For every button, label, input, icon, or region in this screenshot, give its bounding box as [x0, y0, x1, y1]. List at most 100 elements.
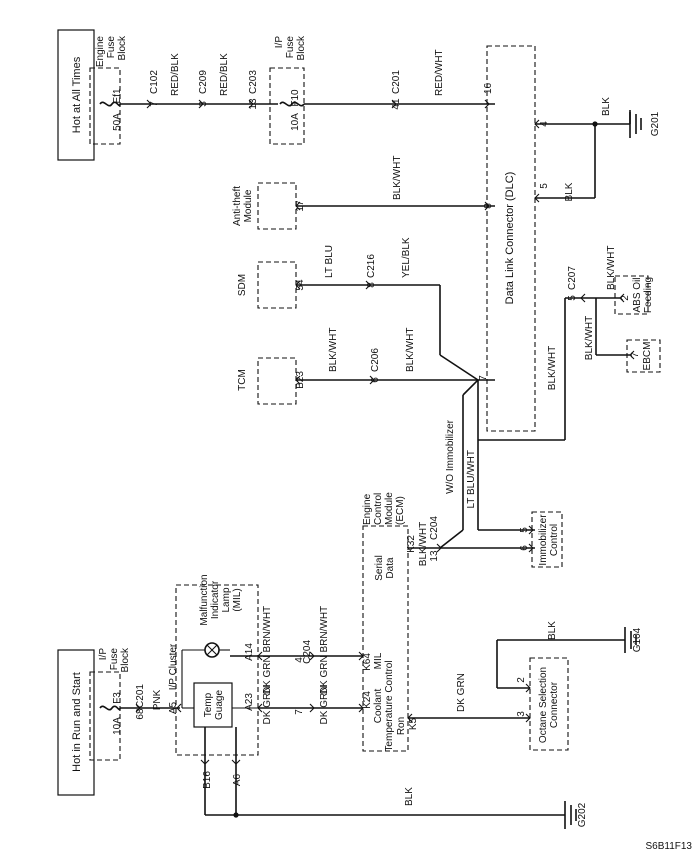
sdm-box — [257, 261, 297, 309]
splice-dot-g202 — [233, 812, 239, 818]
c207-pin: 5 — [567, 295, 578, 301]
ip-fuse-block-top-line2: Fuse — [285, 36, 296, 59]
ip-fuse-block-top-line3: Block — [296, 35, 307, 60]
ip-cluster-box — [175, 584, 259, 756]
wire-dk-grn-ron-label: DK GRN — [456, 673, 467, 712]
wire-red-blk-label-2: RED/BLK — [219, 53, 230, 96]
hot-in-run-and-start-label: Hot in Run and Start — [71, 672, 83, 772]
fuse-f3-rating: 10A — [112, 717, 123, 735]
octane-line2: Connector — [549, 681, 560, 728]
wire-red-wht-label: RED/WHT — [434, 49, 445, 96]
engine-fuse-block-line1: Engine — [95, 36, 106, 68]
tcm-pin-b23: B23 — [295, 371, 306, 389]
mil-line4: (MIL) — [232, 588, 243, 611]
immobilizer-control-box — [531, 511, 563, 568]
ip-fuse-block-bottom-line3: Block — [120, 647, 131, 672]
ecm-line4: (ECM) — [395, 496, 406, 525]
fuse-f10-label: F10 — [290, 89, 301, 107]
ip-fuse-block-bottom-line2: Fuse — [109, 648, 120, 671]
c201-top-pin: 41 — [391, 98, 402, 110]
ebcm-label: EBCM — [642, 342, 653, 371]
wire-dlc5-blk — [535, 124, 596, 199]
c102-label: C102 — [149, 70, 160, 94]
c216-pin: 8 — [366, 282, 377, 288]
connector-chevrons — [135, 99, 635, 765]
c204-top-label: C204 — [429, 516, 440, 540]
wire-blk-wht-tcm-label: BLK/WHT — [328, 328, 339, 372]
wire-dk-grn-brn-wht-a14-label: DK GRN BRN/WHT — [262, 606, 273, 694]
engine-fuse-block-line3: Block — [117, 35, 128, 60]
labels: Hot at All Times Hot in Run and Start En… — [71, 35, 692, 852]
wire-dk-grn-a23-label-2: DK GRN — [319, 686, 330, 725]
ip-cluster-pin-a6: A6 — [232, 773, 243, 786]
ecm-line3: Module — [384, 492, 395, 525]
wire-red-blk-label: RED/BLK — [170, 53, 181, 96]
wire-blk-dlc5-label: BLK — [564, 182, 575, 201]
wire-cluster-internal — [181, 649, 258, 709]
fuse-symbol-f3 — [99, 705, 121, 711]
c201-bottom-label: C201 — [135, 684, 146, 708]
wire-lt-blu-label: LT BLU — [324, 245, 335, 278]
wire-octane-blk — [496, 639, 625, 689]
ecm-serial-line2: Data — [385, 557, 396, 579]
ecm-mil-label: MIL — [373, 652, 384, 669]
immobilizer-pin-5: 5 — [519, 527, 530, 533]
abs-oil-feeding-box — [614, 275, 649, 315]
ground-g202-label: G202 — [577, 802, 588, 827]
ip-fuse-block-bottom-box — [89, 671, 121, 761]
splice-dot-g201 — [592, 121, 598, 127]
dlc-pin-7: 7 — [478, 375, 489, 381]
ip-fuse-block-top-line1: I/P — [274, 36, 285, 49]
mil-line3: Lamp — [221, 587, 232, 612]
ip-cluster-pin-b16: B16 — [202, 771, 213, 789]
anti-theft-line2: Module — [243, 189, 254, 222]
ground-g201-label: G201 — [650, 111, 661, 136]
fuse-f10-rating: 10A — [290, 113, 301, 131]
c209-label: C209 — [198, 70, 209, 94]
c204-bottom-pin-4: 4 — [294, 657, 305, 663]
anti-theft-line1: Anti-theft — [232, 186, 243, 226]
ground-g202-symbol — [564, 801, 577, 829]
wire-blk-wht-ecm-label: BLK/WHT — [418, 522, 429, 566]
c204-bottom-label: C204 — [302, 640, 313, 664]
abs-oil-feeding-line1: ABS Oil — [632, 277, 643, 312]
hot-at-all-times-box — [57, 29, 95, 161]
ecm-line2: Control — [373, 493, 384, 525]
anti-theft-pin-17: 17 — [295, 200, 306, 212]
ebcm-pin-7: 7 — [630, 352, 641, 358]
dlc-box — [486, 45, 536, 432]
abs-oil-feeding-line2: Feeding — [643, 277, 654, 313]
wire-blk-wht-ebcm-label: BLK/WHT — [584, 316, 595, 360]
ip-cluster-pin-a23: A23 — [244, 693, 255, 711]
wire-pnk-label: PNK — [152, 689, 163, 710]
fuse-ef1-label: Ef1 — [112, 88, 123, 103]
ecm-pin-k32: K32 — [406, 535, 417, 553]
ebcm-box — [626, 339, 661, 373]
mil-line1: Malfunction — [199, 574, 210, 625]
ip-cluster-label: I/P Cluster — [168, 643, 179, 690]
wire-blk-g104-label: BLK — [547, 621, 558, 640]
tcm-box — [257, 357, 297, 405]
anti-theft-module-box — [257, 182, 297, 230]
wire-dk-grn-a23-label: DK GRN — [262, 686, 273, 725]
wire-blk-wht-tcm-label-2: BLK/WHT — [405, 328, 416, 372]
immobilizer-line1: Immobilizer — [538, 514, 549, 566]
c203-label: C203 — [248, 70, 259, 94]
c207-label: C207 — [567, 266, 578, 290]
fuse-ef1-rating: 50A — [112, 113, 123, 131]
octane-pin-3: 3 — [516, 711, 527, 717]
fuse-symbol-ef1 — [99, 101, 121, 107]
wire-ecm-serial — [408, 379, 535, 549]
temp-guage-box — [193, 682, 233, 728]
immobilizer-line2: Control — [549, 524, 560, 556]
temp-guage-line2: Guage — [214, 690, 225, 720]
figure-id: S6B11F13 — [645, 841, 692, 852]
wire-blk-wht-anti-theft-label: BLK/WHT — [392, 156, 403, 200]
c216-label: C216 — [366, 254, 377, 278]
wire-blk-wht-dlc-label: BLK/WHT — [547, 346, 558, 390]
mil-line2: Indicator — [210, 580, 221, 619]
ecm-serial-line1: Serial — [374, 555, 385, 581]
sdm-pin-54: 54 — [295, 279, 306, 291]
